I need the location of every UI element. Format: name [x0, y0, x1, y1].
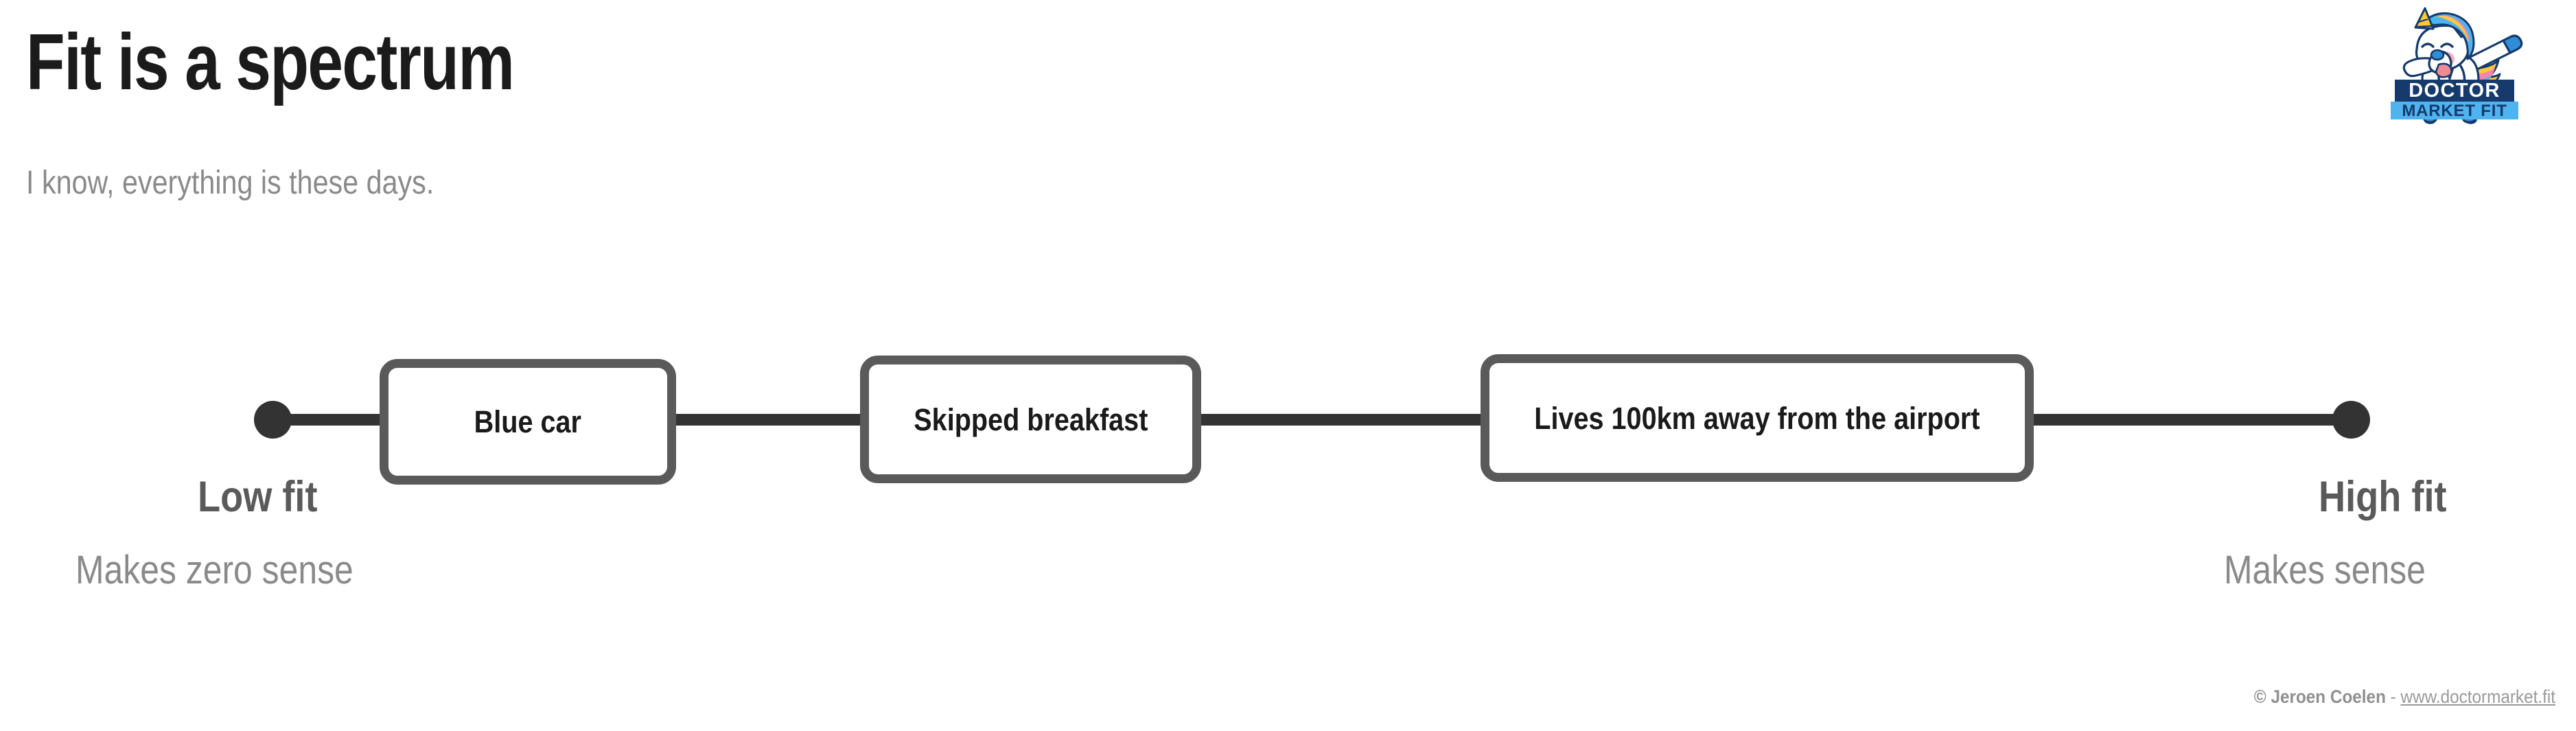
spectrum-line-segment-0	[268, 414, 391, 426]
spectrum-line-segment-3	[2027, 414, 2356, 426]
footer-separator: -	[2385, 686, 2401, 707]
spectrum-line-segment-2	[1194, 414, 1489, 426]
anchor-low-fit-subtitle: Makes zero sense	[76, 548, 353, 592]
svg-text:DOCTOR: DOCTOR	[2409, 80, 2500, 102]
anchor-high-fit-title: High fit	[2319, 473, 2447, 521]
spectrum-line-segment-1	[669, 414, 870, 426]
spectrum-node-label: Lives 100km away from the airport	[1534, 400, 1980, 436]
footer: © Jeroen Coelen - www.doctormarket.fit	[2254, 688, 2555, 706]
anchor-low-fit-title: Low fit	[198, 473, 318, 521]
footer-website-link[interactable]: www.doctormarket.fit	[2400, 686, 2555, 707]
footer-copyright: © Jeroen Coelen	[2253, 686, 2386, 707]
spectrum-node-label: Skipped breakfast	[913, 402, 1148, 437]
spectrum-node-skipped-breakfast[interactable]: Skipped breakfast	[860, 356, 1201, 483]
logo-wordmark: DOCTOR MARKET FIT	[2391, 80, 2518, 120]
doctor-market-fit-logo: DOCTOR MARKET FIT	[2376, 7, 2554, 127]
spectrum-endpoint-low-icon	[254, 401, 292, 439]
anchor-high-fit-subtitle: Makes sense	[2224, 548, 2426, 592]
page-title: Fit is a spectrum	[26, 17, 515, 106]
page-subtitle: I know, everything is these days.	[26, 165, 434, 201]
spectrum-node-label: Blue car	[474, 404, 582, 439]
spectrum-node-blue-car[interactable]: Blue car	[380, 359, 676, 485]
spectrum-node-lives-far-from-airport[interactable]: Lives 100km away from the airport	[1481, 354, 2034, 482]
unicorn-raised-arm	[2462, 34, 2523, 74]
svg-text:MARKET FIT: MARKET FIT	[2402, 102, 2507, 120]
spectrum-endpoint-high-icon	[2332, 401, 2370, 439]
